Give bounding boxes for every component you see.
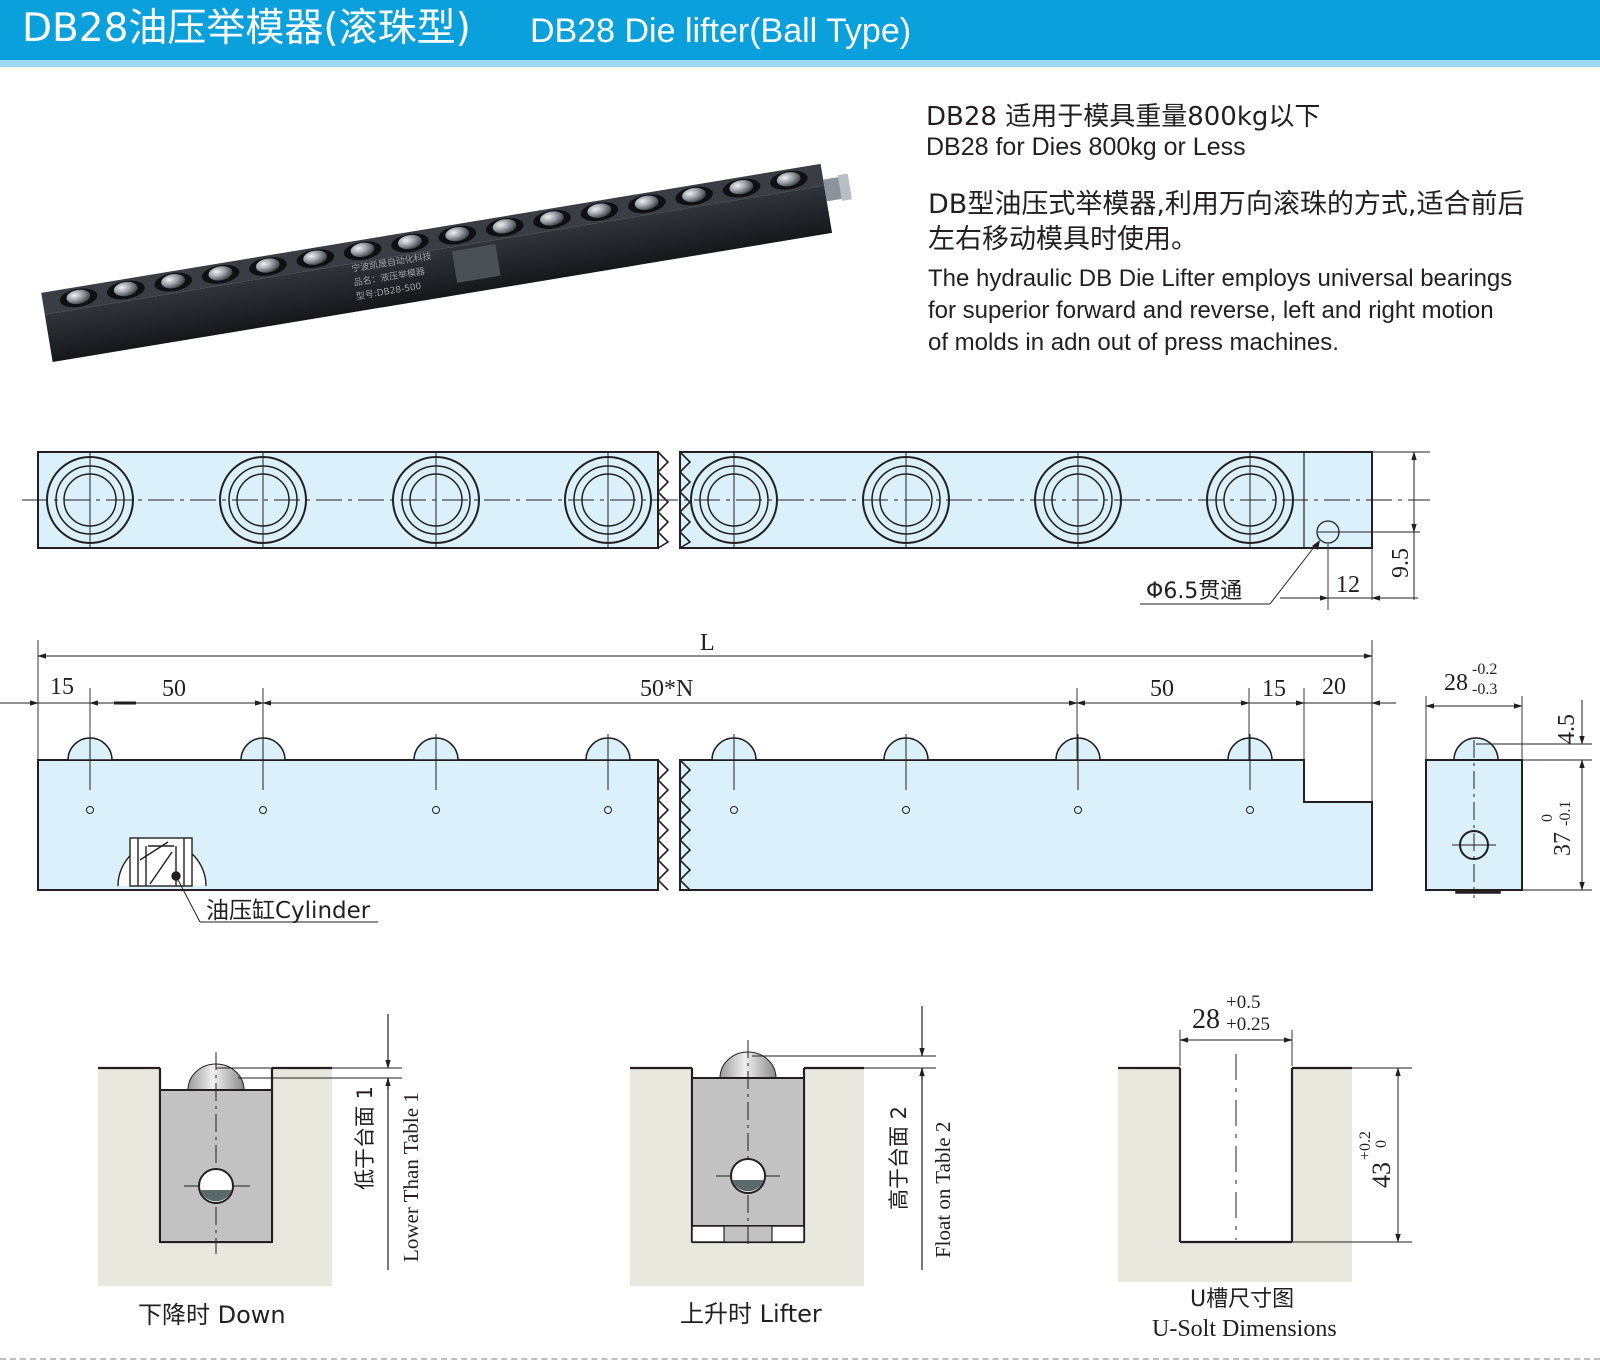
- photo-ball: [675, 186, 713, 206]
- photo-ball: [627, 194, 666, 214]
- photo-ball: [533, 210, 571, 229]
- uslot-width-base: 28: [1192, 1004, 1220, 1035]
- dim-20: 20: [1322, 674, 1346, 700]
- photo-ball: [154, 272, 193, 292]
- top-view: [22, 451, 1430, 610]
- side-view-balls: [67, 734, 1273, 814]
- photo-ball: [580, 202, 619, 222]
- end-width-base: 28: [1444, 670, 1468, 696]
- down-caption: 下降时 Down: [138, 1301, 286, 1329]
- hole-label: Φ6.5贯通: [1146, 579, 1242, 604]
- lift-side-label-cn: 高于台面 2: [887, 1106, 911, 1210]
- photo-ball: [722, 178, 761, 198]
- dim-50N: 50*N: [640, 676, 693, 702]
- top-view-ball: [862, 452, 950, 548]
- photo-ball: [770, 170, 808, 190]
- end-height-tol-lower: -0.1: [1557, 801, 1574, 826]
- end-height-base: 37: [1550, 832, 1576, 856]
- title-bar-underline: [0, 60, 1600, 67]
- uslot-width-tol-lower: +0.25: [1226, 1014, 1270, 1035]
- dim-15-left: 15: [50, 674, 74, 700]
- title-bar: [0, 0, 1600, 60]
- spec-cn: DB28 适用于模具重量800kg以下: [926, 102, 1321, 132]
- side-view-ball: [1227, 734, 1273, 814]
- photo-ball: [296, 249, 335, 269]
- uslot-view: [1118, 1030, 1412, 1282]
- uslot-width-tol-upper: +0.5: [1226, 992, 1260, 1013]
- description-en-line1: The hydraulic DB Die Lifter employs univ…: [928, 265, 1513, 292]
- photo-ball: [249, 257, 287, 276]
- description-en-line3: of molds in adn out of press machines.: [928, 329, 1339, 356]
- dim-4-5: 4.5: [1554, 714, 1580, 744]
- down-view: [98, 1014, 402, 1286]
- photo-ball: [201, 264, 240, 284]
- photo-ball: [343, 241, 382, 261]
- description-en-line2: for superior forward and reverse, left a…: [928, 297, 1494, 324]
- side-view-ball: [711, 734, 757, 814]
- side-view: [0, 640, 1396, 923]
- description-cn-line1: DB型油压式举模器,利用万向滚珠的方式,适合前后: [928, 189, 1525, 220]
- product-photo: 宁波凯晟自动化科技 品名：液压举模器 型号:DB28-500: [41, 163, 852, 362]
- dim-15-right: 15: [1262, 676, 1286, 702]
- top-view-ball: [690, 452, 778, 548]
- down-side-label-cn: 低于台面 1: [353, 1086, 377, 1190]
- footer-divider: [0, 1358, 1600, 1360]
- photo-ball: [107, 280, 145, 300]
- top-view-ball: [564, 452, 652, 548]
- page-title-en: DB28 Die lifter(Ball Type): [530, 12, 912, 50]
- side-view-ball: [1055, 734, 1101, 814]
- top-view-ball: [219, 452, 307, 548]
- lift-view: [630, 1006, 936, 1286]
- dim-9-5: 9.5: [1388, 548, 1414, 578]
- side-view-ball: [883, 734, 929, 814]
- qr-code: [451, 244, 501, 283]
- lift-side-label-en: Float on Table 2: [931, 1122, 955, 1258]
- end-height-tol-upper: 0: [1539, 814, 1556, 822]
- uslot-caption-cn: U槽尺寸图: [1190, 1287, 1294, 1312]
- top-view-ball: [392, 452, 480, 548]
- cylinder-label: 油压缸Cylinder: [206, 898, 371, 924]
- dim-L: L: [700, 630, 715, 656]
- photo-ball: [485, 217, 524, 237]
- lift-caption: 上升时 Lifter: [680, 1300, 822, 1328]
- top-view-ball: [1034, 452, 1122, 548]
- end-width-tol-lower: -0.3: [1472, 681, 1497, 698]
- top-view-balls: [46, 452, 1294, 548]
- dim-12: 12: [1336, 572, 1360, 598]
- side-view-ball: [413, 734, 459, 814]
- top-view-ball: [1206, 452, 1294, 548]
- uslot-depth-tol-lower: 0: [1373, 1140, 1390, 1148]
- down-side-label-en: Lower Than Table 1: [399, 1092, 423, 1262]
- end-view: [1425, 696, 1592, 898]
- spec-en: DB28 for Dies 800kg or Less: [926, 133, 1246, 161]
- uslot-caption-en: U-Solt Dimensions: [1152, 1316, 1337, 1342]
- end-width-tol-upper: -0.2: [1472, 661, 1497, 678]
- dim-50-left: 50: [162, 676, 186, 702]
- dim-50-right: 50: [1150, 676, 1174, 702]
- photo-ball: [59, 288, 98, 308]
- side-view-ball: [585, 734, 631, 814]
- photo-ball: [391, 233, 429, 253]
- ball-row: [59, 170, 808, 308]
- page-title-cn: DB28油压举模器(滚珠型): [22, 6, 471, 51]
- uslot-depth-base: 43: [1367, 1162, 1396, 1188]
- description-cn-line2: 左右移动模具时使用。: [928, 224, 1198, 255]
- cylinder-detail: [117, 837, 378, 923]
- uslot-depth-tol-upper: +0.2: [1357, 1131, 1374, 1160]
- photo-ball: [438, 225, 477, 245]
- top-view-ball: [46, 452, 134, 548]
